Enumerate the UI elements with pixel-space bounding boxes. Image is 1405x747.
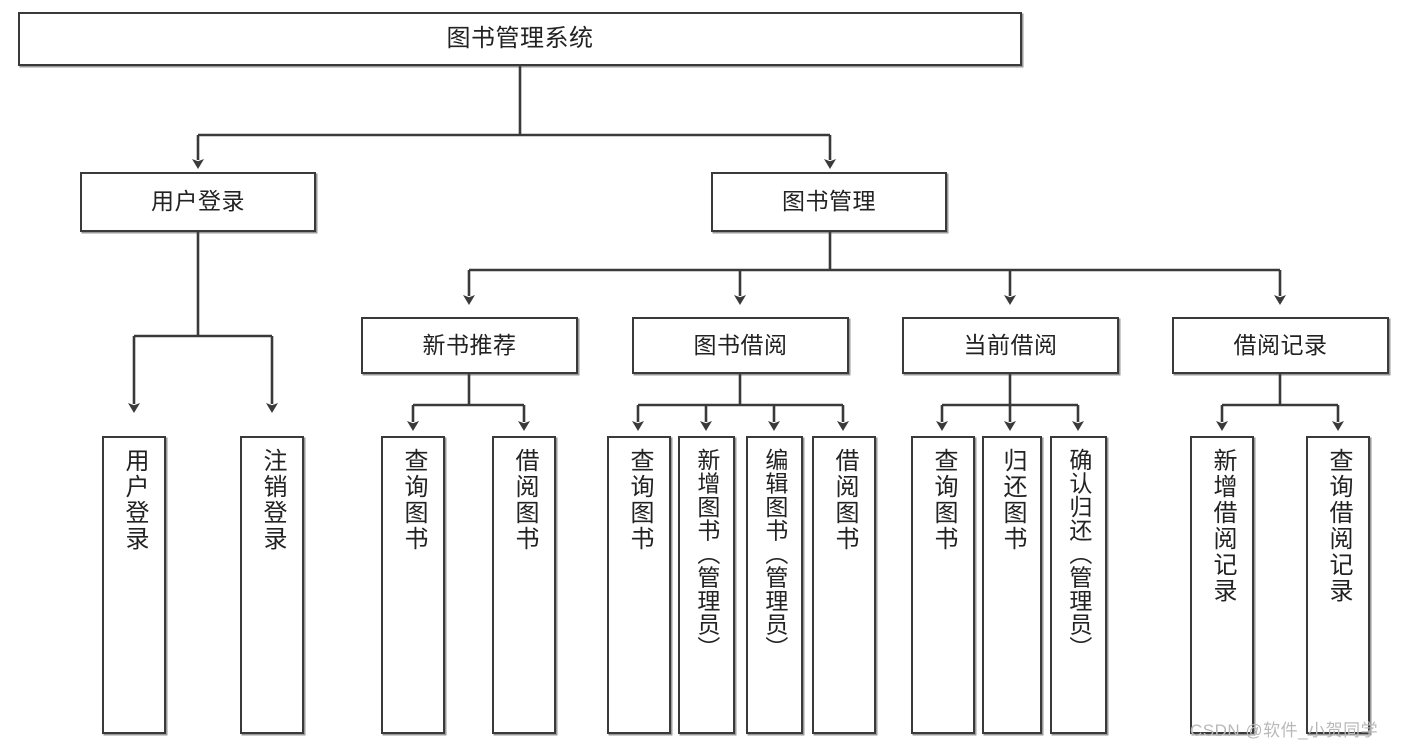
node-label: 图书借阅 — [693, 331, 788, 358]
leaf-add-borrowing-record[interactable]: 新增借阅记录 — [1190, 436, 1254, 734]
node-borrowing-records[interactable]: 借阅记录 — [1172, 317, 1389, 374]
node-book-borrowing[interactable]: 图书借阅 — [632, 317, 849, 374]
node-label: 用户登录 — [151, 188, 245, 215]
node-label: 归还图书 — [998, 448, 1026, 552]
node-label: 图书管理 — [782, 188, 876, 215]
node-label: 查询图书 — [399, 448, 427, 552]
leaf-logout[interactable]: 注销登录 — [240, 436, 304, 734]
node-label: 新书推荐 — [422, 331, 517, 358]
leaf-borrow-books-recommendation[interactable]: 借阅图书 — [492, 436, 556, 734]
node-root-book-management-system[interactable]: 图书管理系统 — [18, 12, 1022, 66]
node-label: 图书管理系统 — [446, 24, 594, 52]
leaf-borrow-books-borrowing[interactable]: 借阅图书 — [812, 436, 876, 734]
leaf-query-books-current[interactable]: 查询图书 — [911, 436, 975, 734]
node-label: 确认归还（管理员） — [1065, 448, 1092, 660]
node-label: 借阅图书 — [830, 448, 858, 552]
leaf-user-login[interactable]: 用户登录 — [102, 436, 166, 734]
node-user-login[interactable]: 用户登录 — [80, 172, 316, 232]
node-label: 查询图书 — [625, 448, 653, 552]
node-label: 注销登录 — [258, 448, 286, 552]
csdn-watermark: CSDN @软件_小贺同学 — [1190, 721, 1379, 740]
node-label: 新增借阅记录 — [1208, 448, 1236, 604]
node-label: 编辑图书（管理员） — [761, 448, 788, 660]
node-label: 查询图书 — [929, 448, 957, 552]
node-label: 借阅记录 — [1233, 331, 1328, 358]
node-label: 借阅图书 — [510, 448, 538, 552]
leaf-return-books[interactable]: 归还图书 — [982, 436, 1042, 734]
node-label: 用户登录 — [120, 448, 148, 552]
node-current-borrowing[interactable]: 当前借阅 — [902, 317, 1119, 374]
leaf-query-books-recommendation[interactable]: 查询图书 — [381, 436, 445, 734]
leaf-query-books-borrowing[interactable]: 查询图书 — [607, 436, 671, 734]
node-label: 当前借阅 — [963, 331, 1058, 358]
node-new-book-recommendation[interactable]: 新书推荐 — [361, 317, 578, 374]
leaf-add-book-admin[interactable]: 新增图书（管理员） — [678, 436, 735, 734]
node-book-management[interactable]: 图书管理 — [711, 172, 947, 232]
node-label: 查询借阅记录 — [1324, 448, 1352, 604]
leaf-query-borrowing-record[interactable]: 查询借阅记录 — [1306, 436, 1370, 734]
leaf-confirm-return-admin[interactable]: 确认归还（管理员） — [1050, 436, 1107, 734]
leaf-edit-book-admin[interactable]: 编辑图书（管理员） — [746, 436, 803, 734]
node-label: 新增图书（管理员） — [693, 448, 720, 660]
